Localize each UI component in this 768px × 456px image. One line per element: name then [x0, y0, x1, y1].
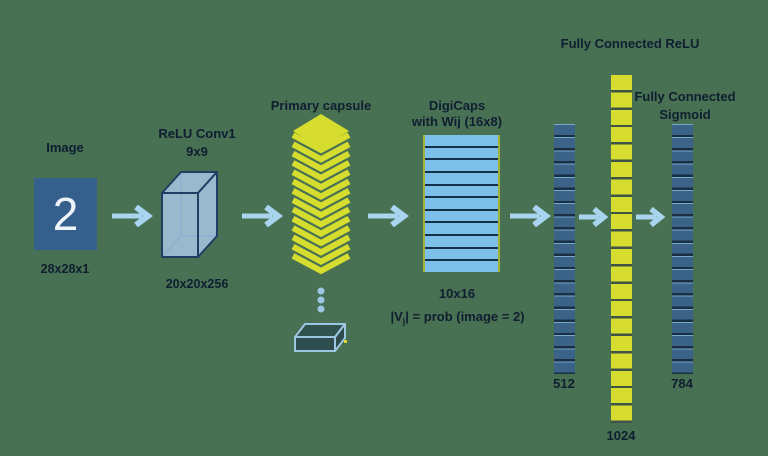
capsule-chevron [291, 160, 351, 182]
ellipsis-icon [317, 287, 325, 313]
formula-suffix: | = prob (image = 2) [405, 309, 525, 324]
capsule-chevron [291, 169, 351, 191]
fc-sigmoid-column-784 [672, 124, 693, 374]
fc-relu-column-512 [554, 124, 575, 374]
fc-784-label: 784 [671, 376, 693, 391]
digicaps-matrix [423, 135, 500, 273]
arrow-right-icon [579, 206, 609, 228]
digicaps-bar [425, 261, 498, 273]
conv1-kernel-label: 9x9 [186, 144, 208, 159]
arrow-right-icon [112, 205, 153, 227]
digicaps-bar [425, 210, 498, 222]
capsule-chevron [291, 243, 351, 266]
digicaps-bar [425, 147, 498, 159]
conv1-dims-label: 20x20x256 [165, 277, 229, 291]
digicaps-bar [425, 198, 498, 209]
capsule-unit-cuboid [294, 323, 347, 352]
conv1-cuboid [161, 171, 218, 258]
capsule-chevron [291, 253, 351, 275]
digicaps-subtitle: with Wij (16x8) [411, 114, 503, 129]
digit-two: 2 [52, 188, 79, 240]
capsule-chevron [291, 225, 351, 247]
digicaps-bar [425, 160, 498, 171]
capsule-chevron [291, 197, 351, 219]
conv1-title: ReLU Conv1 [158, 126, 236, 141]
capsule-chevron [291, 132, 351, 154]
primary-capsule-stack [291, 114, 351, 275]
fc-sigmoid-title-line2: Sigmoid [659, 107, 711, 122]
fc-512-label: 512 [553, 376, 575, 391]
capsule-chevron [291, 206, 351, 228]
digicaps-bar [425, 236, 498, 247]
digicaps-bar [425, 135, 498, 146]
arrow-right-icon [510, 205, 551, 227]
input-image-square: 2 [34, 178, 97, 250]
capsule-chevron [291, 188, 351, 210]
fc-relu-column-1024 [611, 75, 632, 423]
fc-sigmoid-title-line1: Fully Connected [634, 89, 736, 104]
digicaps-dims-label: 10x16 [438, 286, 476, 301]
input-dims-label: 28x28x1 [40, 262, 90, 276]
capsule-chevron [291, 141, 351, 163]
digicaps-bar [425, 172, 498, 184]
capsule-chevron [291, 178, 351, 200]
formula-subscript: j [402, 316, 406, 326]
digicaps-formula: |Vj| = prob (image = 2) [360, 309, 555, 328]
arrow-right-icon [636, 206, 666, 228]
digicaps-bar [425, 248, 498, 260]
digicaps-title: DigiCaps [428, 98, 486, 113]
arrow-right-icon [242, 205, 283, 227]
formula-prefix: |V [390, 309, 403, 324]
input-image-label: Image [46, 140, 84, 155]
capsule-chevron [291, 234, 351, 256]
digicaps-bar [425, 223, 498, 235]
fc-relu-title: Fully Connected ReLU [560, 36, 700, 51]
digicaps-bar [425, 185, 498, 197]
primary-capsule-title: Primary capsule [270, 98, 372, 113]
arrow-right-icon [368, 205, 409, 227]
fc-1024-label: 1024 [606, 428, 636, 443]
capsule-chevron [291, 150, 351, 173]
capsule-chevron [291, 216, 351, 238]
